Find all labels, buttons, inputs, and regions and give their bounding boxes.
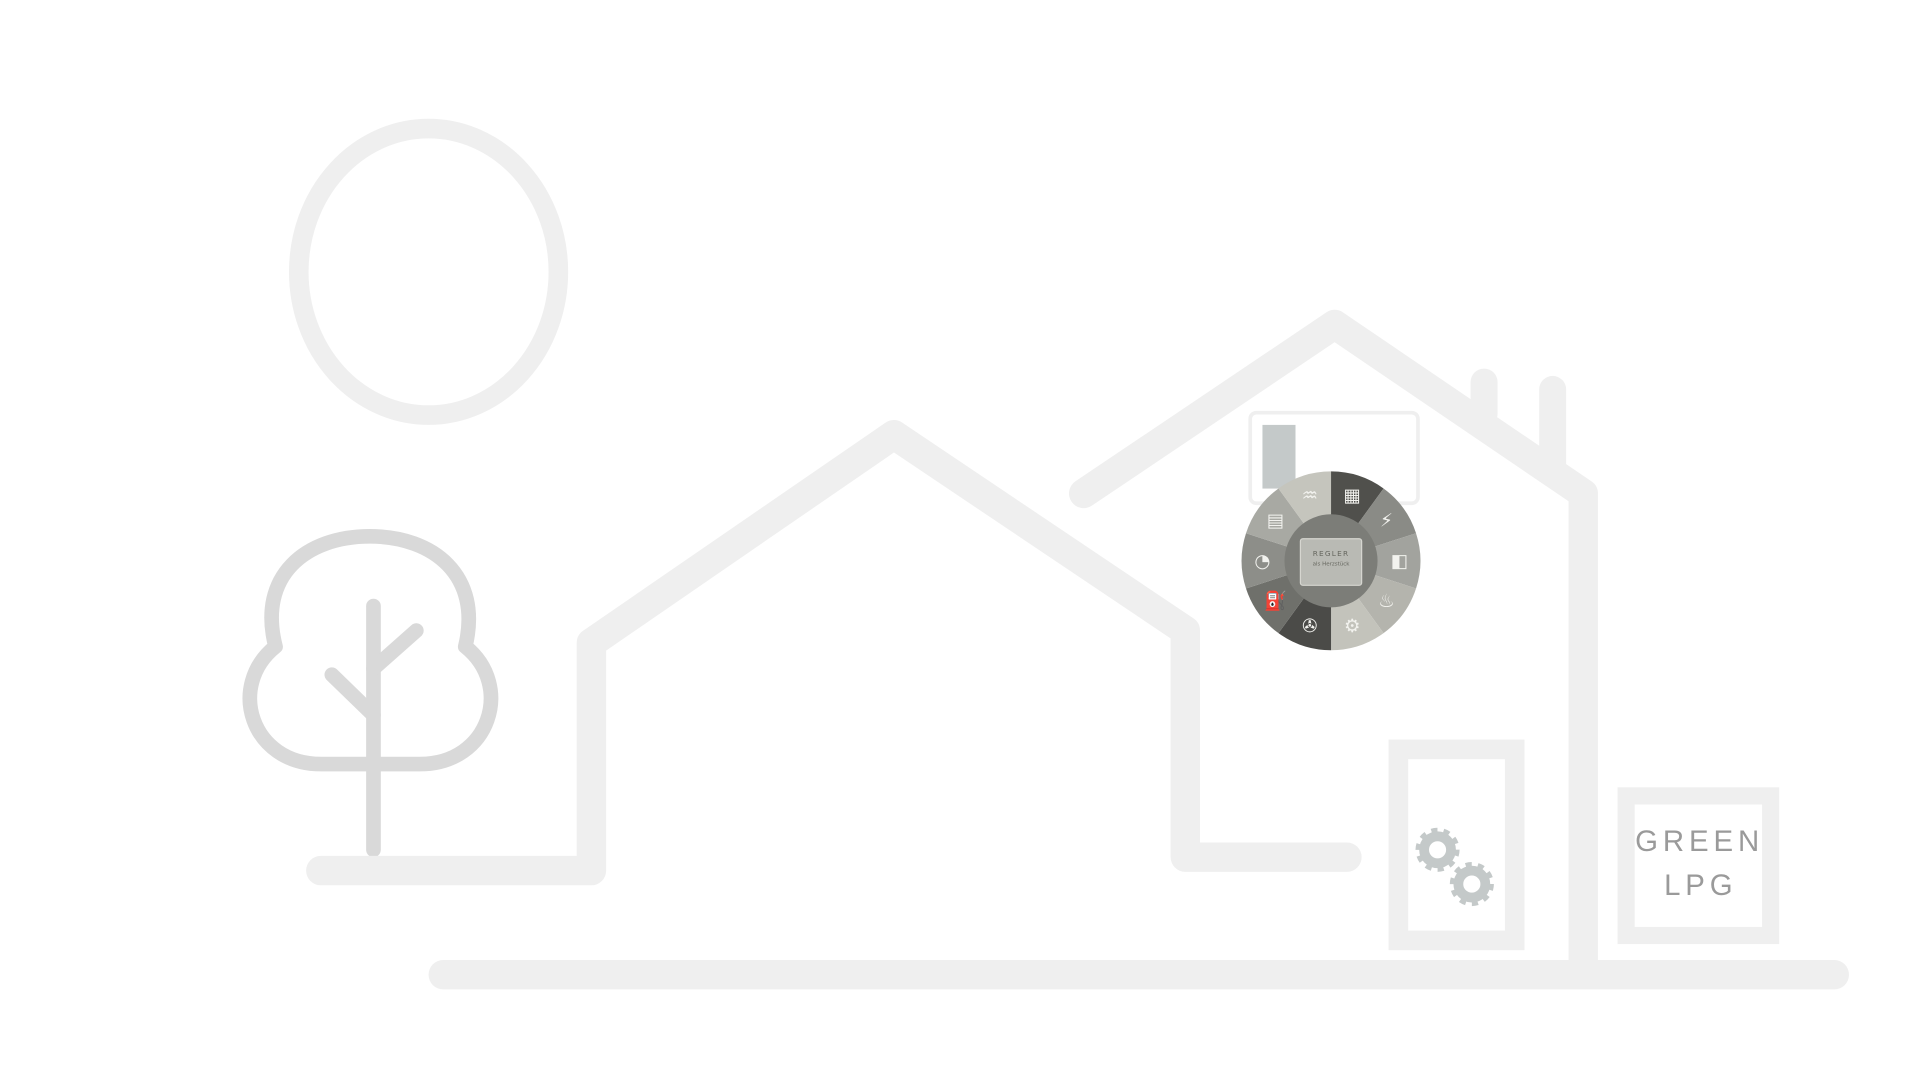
lpg-label-line1: GREEN (1635, 825, 1764, 858)
gears-icon (1415, 827, 1494, 907)
heat-pump-icon: ✇ (1302, 616, 1317, 637)
tree-icon (242, 528, 499, 858)
lightning-icon: ⚡ (1380, 511, 1393, 532)
boiler-cabinet (1388, 739, 1525, 951)
lpg-tank-box (1617, 787, 1780, 945)
controller-title: REGLER (1313, 549, 1350, 558)
gauge-icon: ◔ (1254, 551, 1270, 572)
gears-icon: ⚙ (1344, 616, 1360, 637)
lpg-label-line2: LPG (1664, 869, 1737, 902)
storage-unit (1262, 424, 1296, 489)
window-icon: ◧ (1391, 551, 1408, 572)
fuel-icon: ▤ (1267, 511, 1284, 532)
left-house-outline (306, 420, 1362, 886)
solar-panel-icon: ▦ (1344, 486, 1361, 507)
gas-burner-icon: ♒ (1302, 486, 1318, 507)
radiator-icon: ♨ (1378, 591, 1394, 612)
controller-screen (1299, 538, 1363, 586)
right-house-outline (1068, 309, 1598, 983)
controller-subtitle: als Herzstück (1313, 562, 1351, 568)
sun-outline (288, 118, 569, 425)
charging-station-icon: ⛽ (1264, 590, 1287, 612)
